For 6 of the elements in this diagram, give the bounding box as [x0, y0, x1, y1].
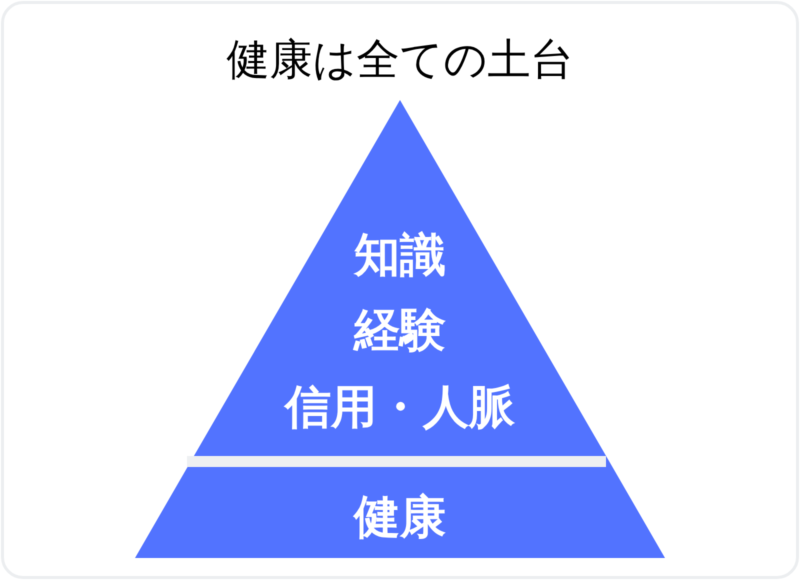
diagram-title: 健康は全ての土台	[226, 36, 574, 86]
tier-label: 健康	[354, 492, 446, 542]
tier-label: 知識	[354, 230, 446, 280]
pyramid-base-tier	[135, 461, 665, 558]
tier-label: 経験	[354, 304, 446, 356]
tier-label: 信用・人脈	[285, 382, 515, 432]
